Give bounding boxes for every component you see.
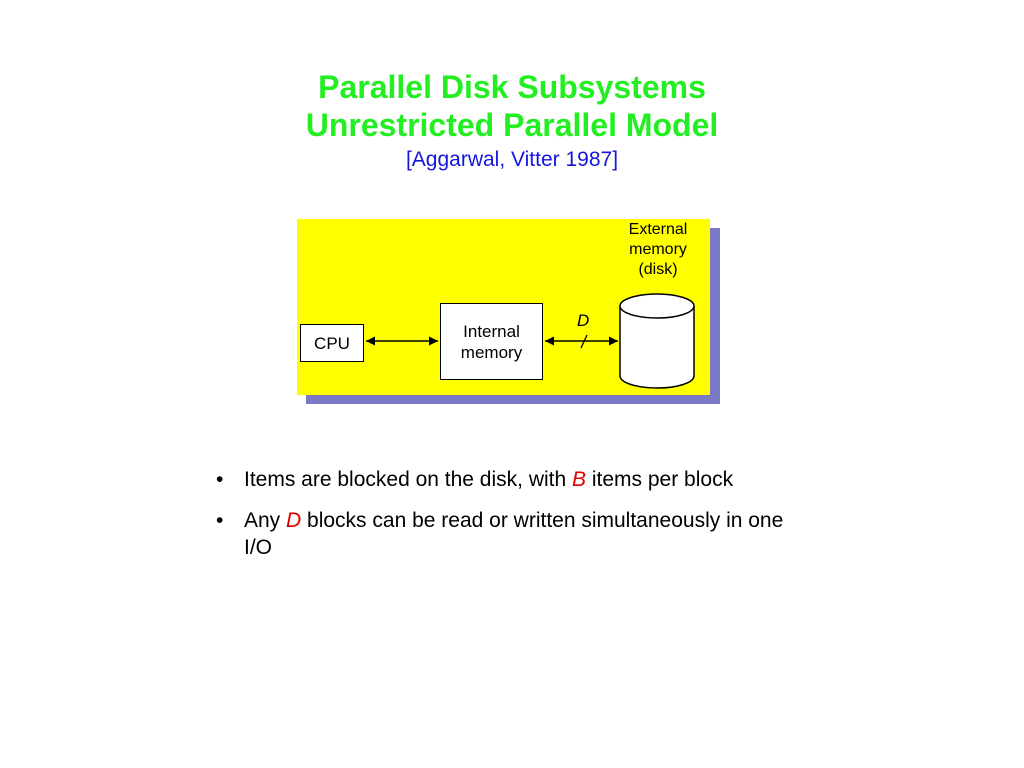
cpu-box: CPU [300,324,364,362]
external-memory-label-line2: memory [629,241,687,258]
citation: [Aggarwal, Vitter 1987] [405,148,619,171]
internal-memory-label-line1: Internal [463,321,520,341]
bullet-item-parallel-io: • Any D blocks can be read or written sim… [216,507,806,561]
external-memory-label-line1: External [628,221,688,238]
variable-b: B [572,468,587,491]
external-memory-label: External memory (disk) [608,220,708,280]
internal-memory-box: Internal memory [440,303,543,380]
bullet-text-part: Items are blocked on the disk, with [244,468,572,491]
slide-title-line2: Unrestricted Parallel Model [305,107,719,143]
bullet-text-part: Any [244,509,287,532]
bullet-text-part: items per block [586,468,734,491]
disk-cylinder-icon [619,293,695,389]
external-memory-label-line3: (disk) [638,261,678,278]
bullet-marker: • [216,468,224,491]
parallel-disks-label: D [577,311,590,330]
bullet-text-part: blocks can be read or written simultaneo… [244,509,784,559]
parallel-slash [580,334,588,349]
slide-title-line1: Parallel Disk Subsystems [318,69,706,105]
bullet-marker: • [216,509,224,532]
variable-d: D [286,509,302,532]
internal-memory-label-line2: memory [460,342,523,362]
bullet-list: • Items are blocked on the disk, with B i… [216,466,806,575]
bullet-item-block-size: • Items are blocked on the disk, with B i… [216,466,806,493]
cpu-label: CPU [314,333,350,353]
